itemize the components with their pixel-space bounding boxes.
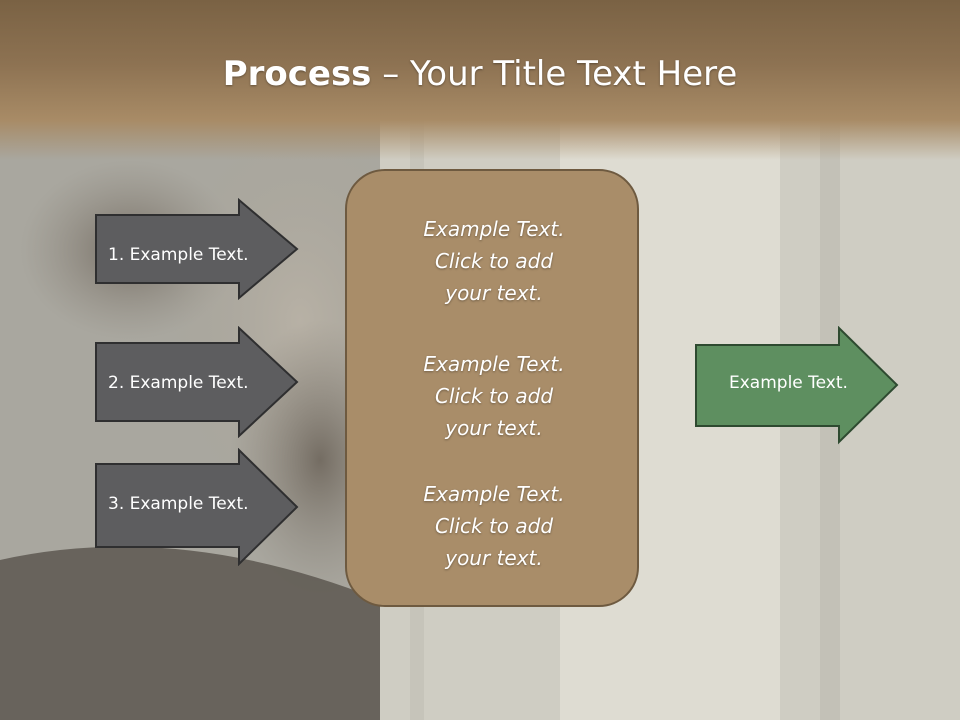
input-arrow-3[interactable] <box>94 448 300 566</box>
process-item-2-line1: Example Text. <box>423 352 565 376</box>
output-arrow[interactable] <box>694 326 900 446</box>
process-item-1-line3: your text. <box>445 281 543 305</box>
process-item-3: Example Text. Click to add your text. <box>347 478 641 574</box>
process-item-1-line2: Click to add <box>434 249 554 273</box>
output-arrow-label: Example Text. <box>729 373 848 393</box>
process-item-2: Example Text. Click to add your text. <box>347 348 641 444</box>
input-arrow-2[interactable] <box>94 326 300 438</box>
process-item-2-line2: Click to add <box>434 384 554 408</box>
process-item-3-line3: your text. <box>445 546 543 570</box>
input-arrow-1[interactable] <box>94 198 300 300</box>
title-bold: Process <box>222 54 372 94</box>
page-title: Process – Your Title Text Here <box>0 52 960 96</box>
process-item-3-line2: Click to add <box>434 514 554 538</box>
input-arrow-3-label: 3. Example Text. <box>108 494 249 514</box>
title-band <box>0 0 960 160</box>
process-item-1-line1: Example Text. <box>423 217 565 241</box>
process-item-2-line3: your text. <box>445 416 543 440</box>
process-item-3-line1: Example Text. <box>423 482 565 506</box>
process-item-1: Example Text. Click to add your text. <box>347 213 641 309</box>
input-arrow-1-label: 1. Example Text. <box>108 245 249 265</box>
title-rest: – Your Title Text Here <box>371 54 738 94</box>
process-box[interactable]: Example Text. Click to add your text. Ex… <box>345 169 639 607</box>
input-arrow-2-label: 2. Example Text. <box>108 373 249 393</box>
